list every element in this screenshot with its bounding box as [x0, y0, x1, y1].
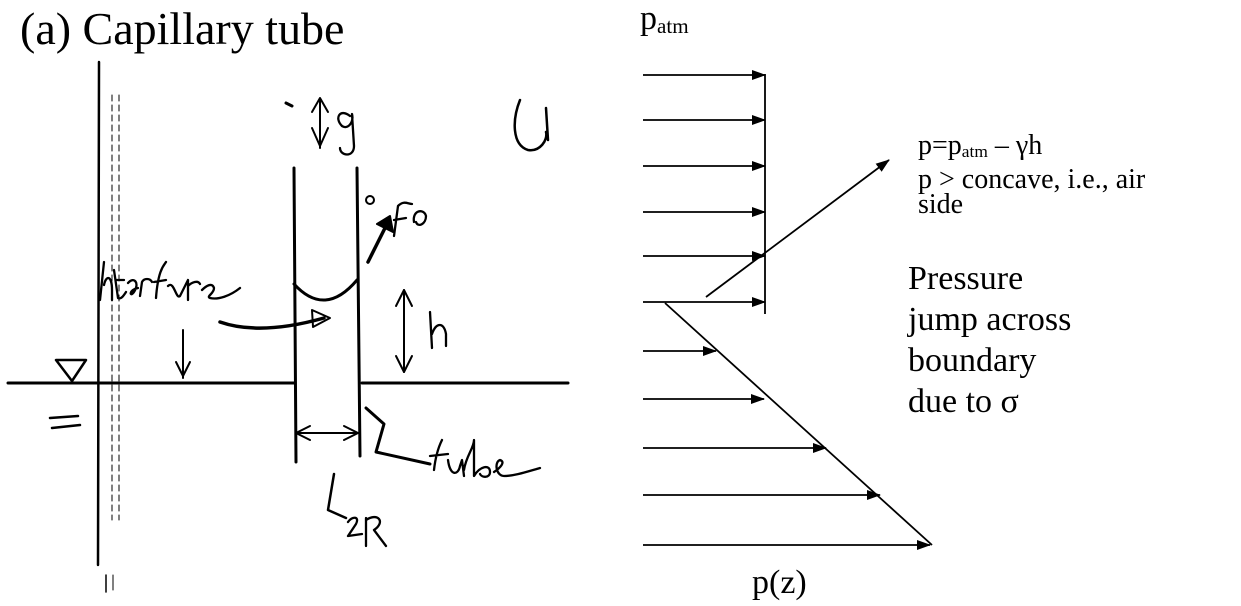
pressure-distribution	[643, 70, 933, 550]
meniscus	[292, 278, 359, 302]
tube-pointer	[364, 406, 432, 466]
h-arrow-head-up	[395, 289, 413, 307]
two-r-scribble	[346, 515, 388, 548]
left-vertical-line	[96, 60, 101, 567]
diagram-title: (a) Capillary tube	[20, 3, 345, 54]
annotation-arrow	[705, 159, 890, 298]
f-sigma-dot	[365, 195, 375, 205]
ground-mark-1	[48, 414, 80, 420]
note-line-2: jump across	[908, 301, 1072, 338]
top-dash	[284, 101, 294, 108]
f-sigma-arrow-head	[376, 215, 394, 233]
g-arrow-head-up	[311, 97, 329, 113]
arc-mark	[513, 98, 550, 152]
interface-scribble	[98, 260, 242, 302]
pressure-equation: p=patm – γh	[918, 130, 1043, 162]
h-arrow-head-down	[395, 355, 413, 373]
two-r-pointer	[326, 472, 348, 520]
pressure-relation: p > concave, i.e., air	[918, 164, 1146, 195]
two-r-arrow-head-right	[343, 425, 359, 441]
patm-label: patm	[640, 0, 689, 38]
hand-sketch	[6, 60, 570, 593]
interface-pointer	[218, 316, 326, 330]
note-line-3: boundary	[908, 342, 1037, 379]
pressure-jump-note: Pressure jump across boundary due to σ	[908, 258, 1238, 422]
g-scribble	[337, 111, 356, 156]
interface-down-arrow-head	[175, 361, 191, 377]
tube-scribble	[428, 438, 542, 478]
pz-label: p(z)	[752, 564, 807, 601]
ground-mark-2	[50, 423, 82, 430]
g-arrow-head-down	[311, 127, 329, 147]
note-line-1: Pressure	[908, 260, 1024, 297]
interface-pointer-head	[311, 309, 331, 328]
f-sigma-scribble	[392, 201, 428, 238]
note-line-4: due to σ	[908, 383, 1019, 420]
tube-left-wall	[292, 166, 298, 464]
hydrostatic-boundary-line	[664, 302, 933, 546]
two-r-arrow-head-left	[295, 425, 311, 441]
h-scribble	[428, 310, 448, 350]
pressure-relation-cont: side	[918, 189, 964, 220]
tube-right-wall	[355, 166, 362, 458]
free-surface-triangle	[54, 358, 88, 383]
